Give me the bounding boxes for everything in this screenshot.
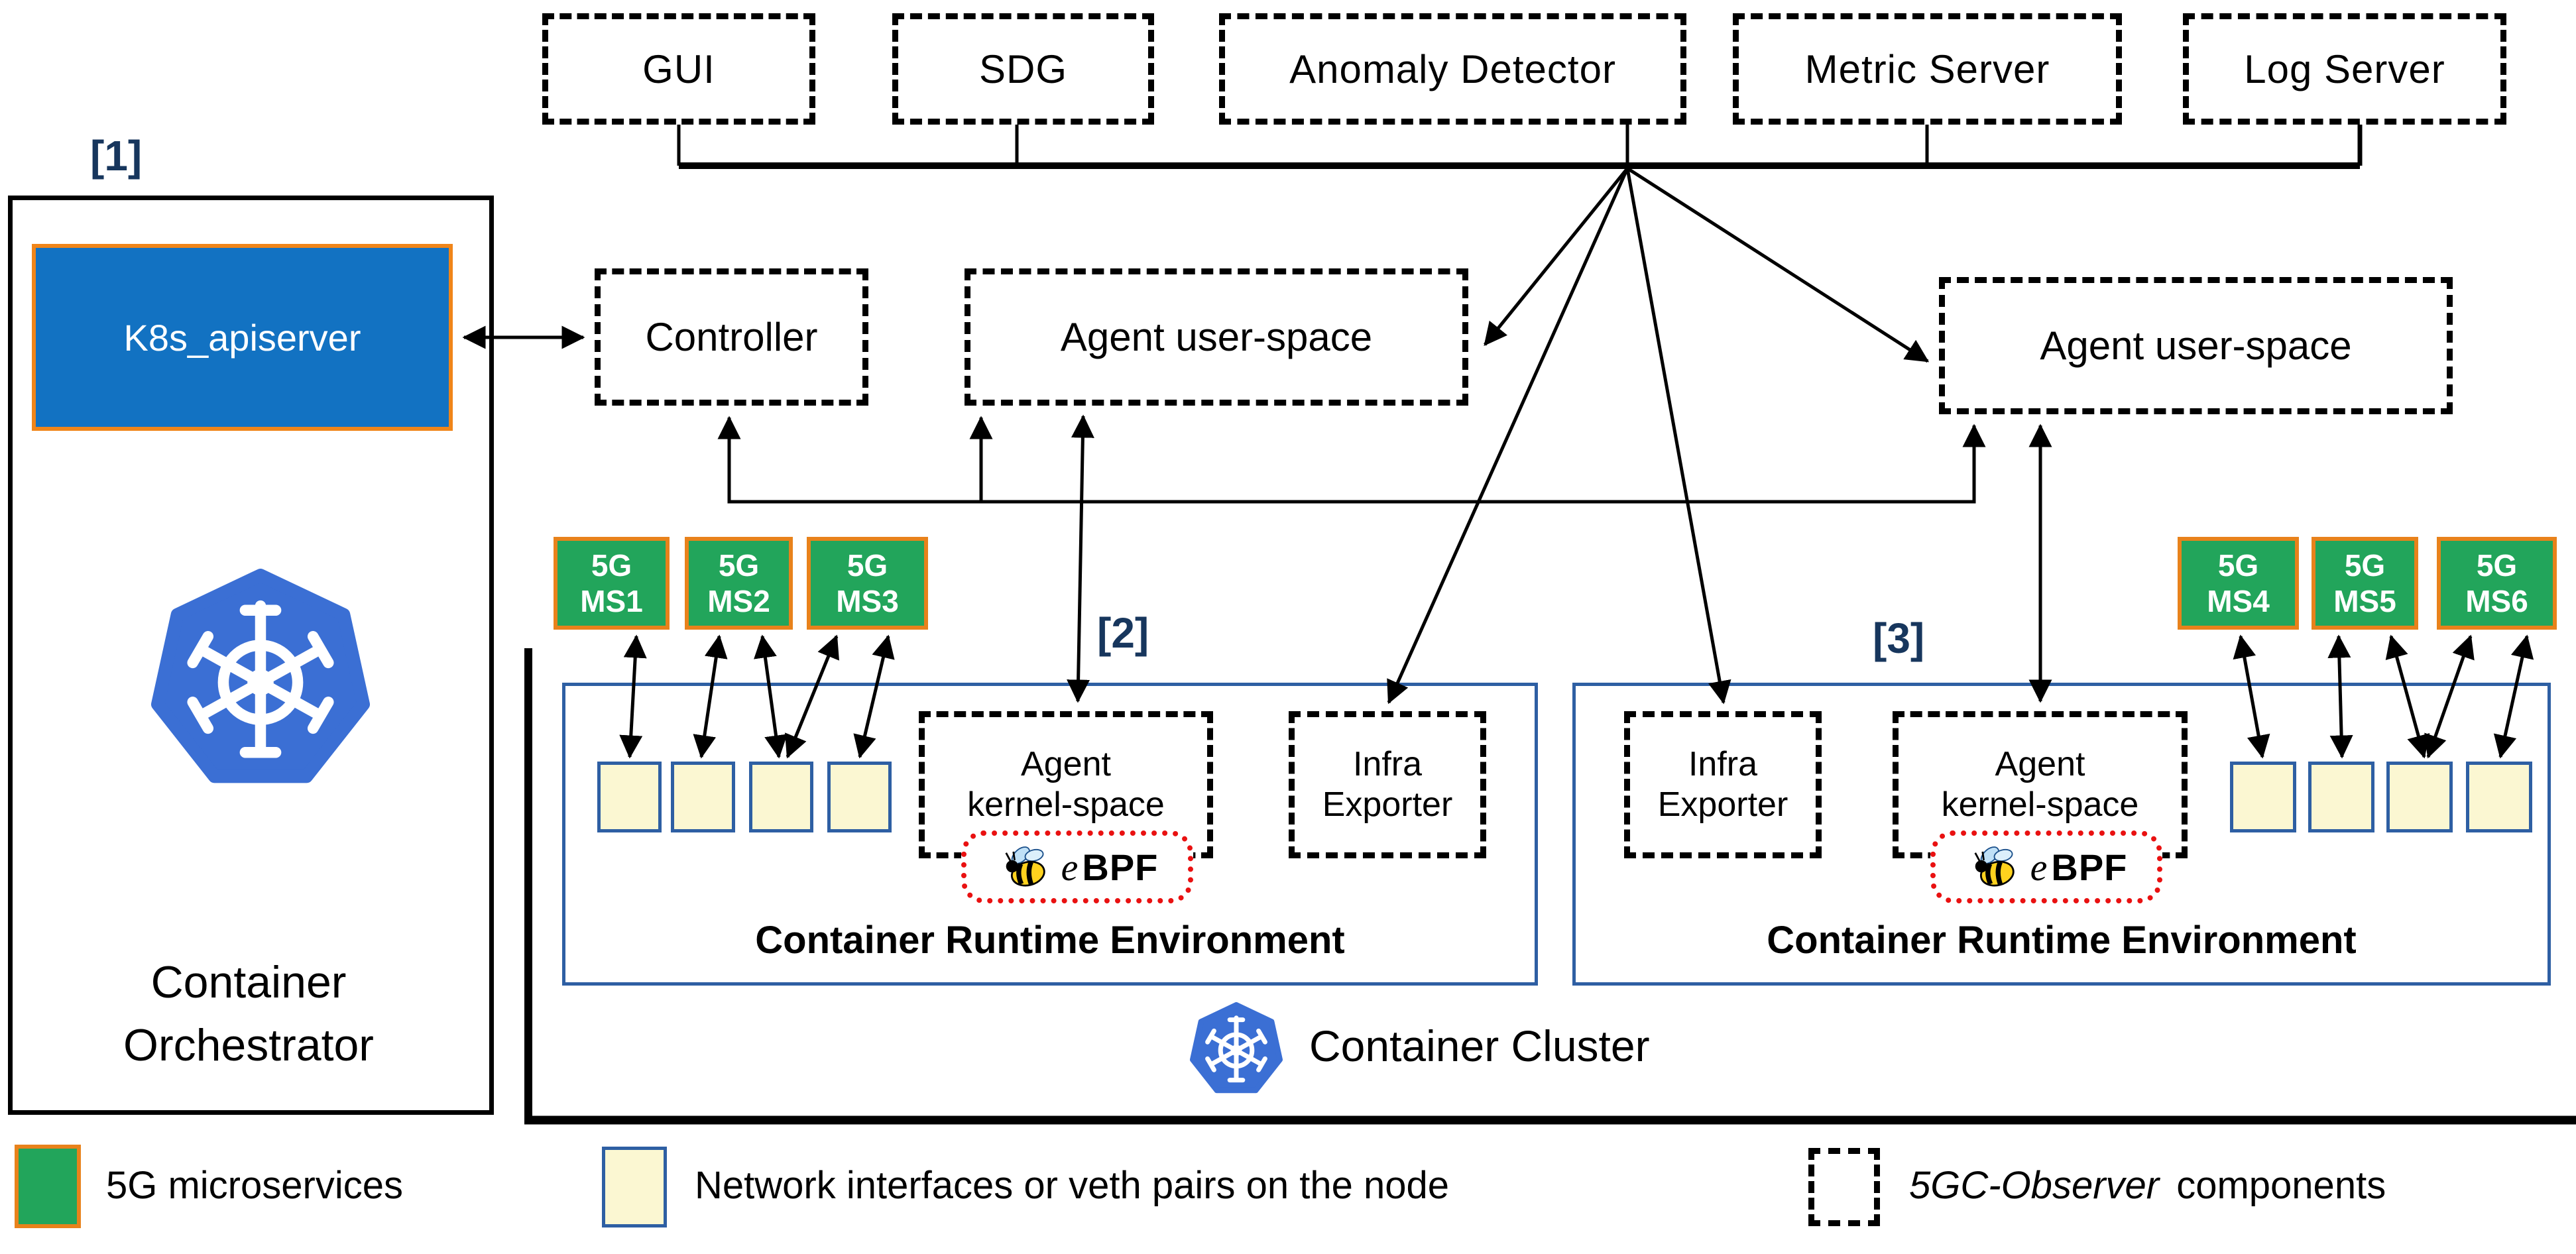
bee-icon — [1005, 846, 1045, 887]
legend-observer-label: 5GC-Observer components — [1909, 1163, 2386, 1208]
agent-user-space-left-label: Agent user-space — [1060, 315, 1373, 359]
veth-square — [2308, 762, 2374, 832]
top-bus-lines — [677, 125, 2363, 169]
veth-square — [2386, 762, 2453, 832]
metric-server-box: Metric Server — [1733, 13, 2122, 125]
ref-label-1: [1] — [90, 131, 142, 180]
infra-right-line2: Exporter — [1657, 785, 1788, 824]
fanout-arrows — [1387, 166, 1930, 705]
cre-left-label: Container Runtime Environment — [628, 913, 1472, 966]
legend-observer-name: 5GC-Observer — [1909, 1164, 2160, 1207]
aks-left-line1: Agent — [1021, 744, 1111, 783]
ebpf-left-bpf: BPF — [1082, 846, 1159, 888]
ebpf-right-bpf: BPF — [2051, 846, 2128, 888]
ref-2-text: [2] — [1097, 609, 1149, 657]
agent-user-space-left-box: Agent user-space — [965, 268, 1468, 406]
infra-exporter-right-box: Infra Exporter — [1624, 711, 1822, 858]
aus-aks-link-left — [1067, 414, 1094, 703]
orchestrator-title-line1: Container — [150, 956, 347, 1007]
legend-yellow-swatch — [602, 1147, 667, 1227]
sdg-box: SDG — [892, 13, 1154, 125]
ebpf-right-e: e — [2030, 845, 2048, 889]
mid-bus-arrows — [717, 416, 1986, 504]
orchestrator-title-line2: Orchestrator — [123, 1020, 374, 1070]
ms4-line2: MS4 — [2207, 584, 2270, 618]
container-orchestrator-title: Container Orchestrator — [20, 928, 477, 1100]
ms5-line1: 5G — [2344, 547, 2386, 583]
gui-label: GUI — [642, 46, 715, 91]
ms6-line2: MS6 — [2465, 584, 2528, 618]
anomaly-detector-label: Anomaly Detector — [1289, 46, 1616, 91]
aks-right-line1: Agent — [1995, 744, 2085, 783]
aks-left-line2: kernel-space — [967, 785, 1165, 824]
agent-user-space-right-label: Agent user-space — [2040, 323, 2352, 368]
ms3-line2: MS3 — [836, 584, 899, 618]
cre-right-text: Container Runtime Environment — [1767, 918, 2357, 962]
ms1-box: 5G MS1 — [554, 537, 670, 630]
legend-green-text: 5G microservices — [106, 1164, 403, 1207]
controller-label: Controller — [645, 315, 818, 359]
sdg-label: SDG — [978, 46, 1068, 91]
legend-green-swatch — [15, 1145, 81, 1228]
legend-yellow-text: Network interfaces or veth pairs on the … — [695, 1164, 1450, 1207]
ref-3-text: [3] — [1873, 614, 1925, 662]
ms2-line2: MS2 — [707, 584, 770, 618]
ms6-line1: 5G — [2476, 547, 2518, 583]
infra-left-line2: Exporter — [1322, 785, 1453, 824]
container-cluster-text: Container Cluster — [1309, 1021, 1650, 1070]
infra-left-line1: Infra — [1352, 744, 1423, 783]
cre-left-box — [562, 683, 1538, 986]
ref-1-text: [1] — [90, 132, 143, 180]
anomaly-detector-box: Anomaly Detector — [1219, 13, 1686, 125]
metric-server-label: Metric Server — [1804, 46, 2050, 91]
kubernetes-logo-icon — [1190, 1002, 1283, 1094]
veth-square — [597, 762, 662, 832]
infra-exporter-left-box: Infra Exporter — [1289, 711, 1486, 858]
container-cluster-label: Container Cluster — [1309, 1021, 1650, 1071]
ebpf-left-e: e — [1061, 845, 1079, 889]
veth-square — [827, 762, 892, 832]
agent-user-space-right-box: Agent user-space — [1939, 277, 2453, 414]
ref-label-2: [2] — [1097, 608, 1149, 657]
ms6-box: 5G MS6 — [2437, 537, 2557, 630]
log-server-label: Log Server — [2244, 46, 2445, 91]
legend-dashed-swatch — [1808, 1148, 1880, 1226]
legend-yellow-label: Network interfaces or veth pairs on the … — [695, 1163, 1449, 1208]
veth-square — [749, 762, 813, 832]
ms2-box: 5G MS2 — [685, 537, 793, 630]
log-server-box: Log Server — [2183, 13, 2506, 125]
agent-kernel-space-right-box: Agent kernel-space — [1893, 711, 2188, 858]
ms3-line1: 5G — [847, 547, 888, 583]
ms4-box: 5G MS4 — [2178, 537, 2299, 630]
cre-left-text: Container Runtime Environment — [755, 918, 1345, 962]
ms1-line1: 5G — [591, 547, 632, 583]
legend-observer-rest: components — [2176, 1164, 2386, 1207]
infra-right-line1: Infra — [1688, 744, 1758, 783]
ms3-box: 5G MS3 — [807, 537, 928, 630]
ms2-line1: 5G — [718, 547, 760, 583]
ms5-box: 5G MS5 — [2312, 537, 2418, 630]
ms1-line2: MS1 — [580, 584, 643, 618]
aks-right-line2: kernel-space — [1941, 785, 2139, 824]
veth-square — [671, 762, 735, 832]
kubernetes-logo-icon — [151, 569, 370, 783]
ref-label-3: [3] — [1873, 614, 1924, 663]
k8s-apiserver-label: K8s_apiserver — [123, 316, 361, 359]
veth-square — [2466, 762, 2532, 832]
ms5-line2: MS5 — [2333, 584, 2396, 618]
controller-box: Controller — [595, 268, 868, 406]
k8s-apiserver-box: K8s_apiserver — [32, 244, 453, 431]
veth-square — [2230, 762, 2296, 832]
cre-right-box — [1572, 683, 2551, 986]
ms4-line1: 5G — [2217, 547, 2259, 583]
gui-box: GUI — [542, 13, 815, 125]
cre-right-label: Container Runtime Environment — [1640, 913, 2483, 966]
bee-icon — [1974, 846, 2015, 887]
legend-green-label: 5G microservices — [106, 1163, 403, 1208]
